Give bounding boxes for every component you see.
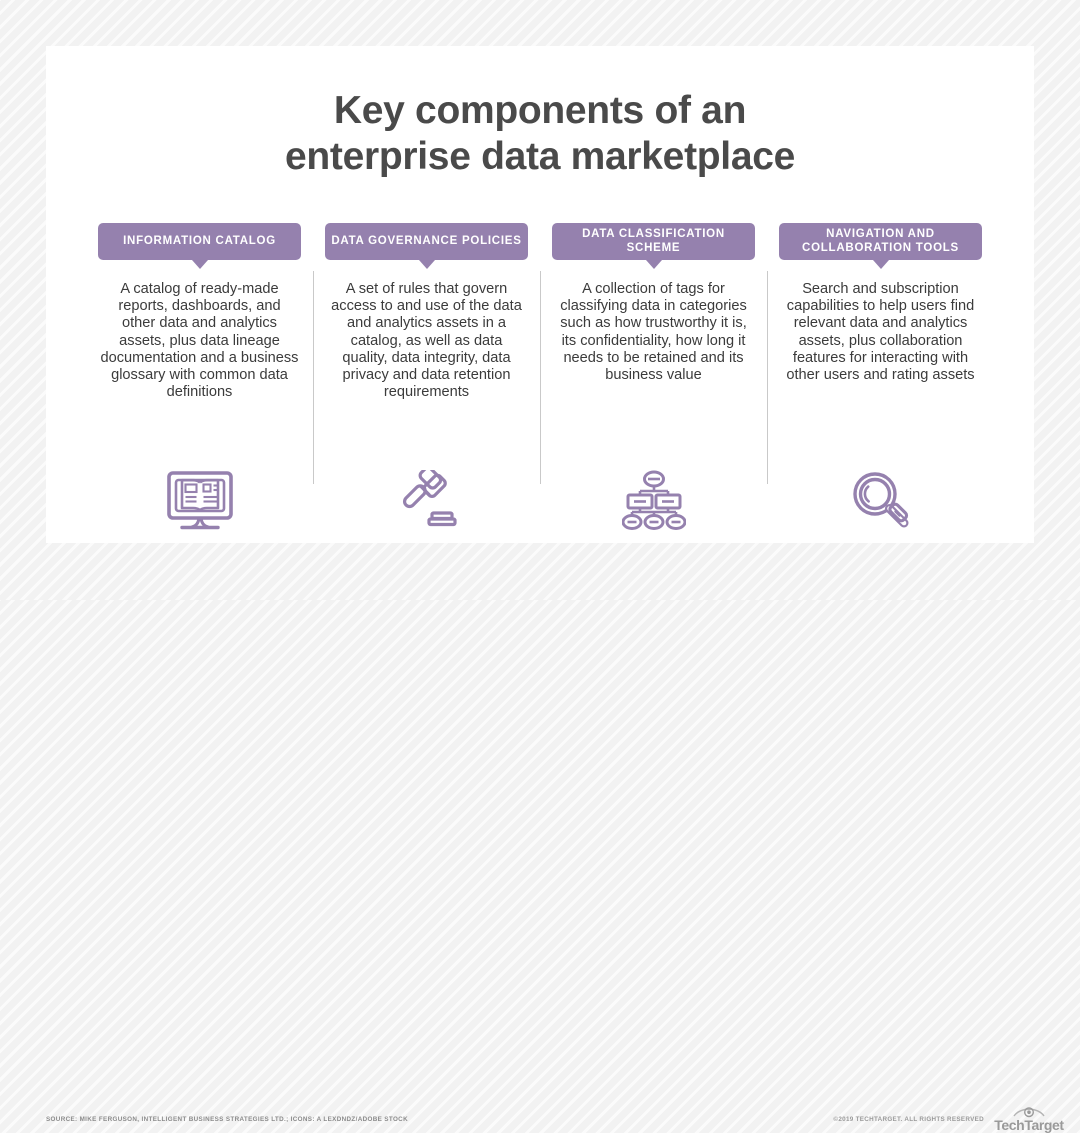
component-column-information-catalog: INFORMATION CATALOG A catalog of ready-m… [86, 223, 313, 530]
slide-canvas: Key components of an enterprise data mar… [0, 46, 1080, 1133]
magnifying-glass-icon [767, 466, 994, 536]
column-header-wrap: INFORMATION CATALOG [86, 223, 313, 269]
component-column-data-classification-scheme: DATA CLASSIFICATION SCHEME A collection … [540, 223, 767, 530]
column-body-text: Search and subscription capabilities to … [786, 281, 975, 384]
column-body-text: A collection of tags for classifying dat… [560, 281, 747, 384]
banner-pointer-icon [191, 260, 208, 269]
page-title: Key components of an enterprise data mar… [46, 88, 1034, 180]
techtarget-logo: TechTarget [990, 1099, 1068, 1133]
column-header-banner: DATA GOVERNANCE POLICIES [325, 223, 528, 269]
copyright-notice: ©2019 TECHTARGET. ALL RIGHTS RESERVED [833, 1116, 984, 1123]
banner-pointer-icon [645, 260, 662, 269]
components-columns: INFORMATION CATALOG A catalog of ready-m… [86, 223, 994, 530]
component-column-navigation-collaboration-tools: NAVIGATION AND COLLABORATION TOOLS Searc… [767, 223, 994, 528]
column-header-banner: DATA CLASSIFICATION SCHEME [552, 223, 755, 269]
column-header-label: NAVIGATION AND COLLABORATION TOOLS [802, 228, 959, 254]
page-title-line-1: Key components of an [333, 89, 747, 132]
catalog-monitor-book-icon [86, 466, 313, 536]
column-header-wrap: DATA GOVERNANCE POLICIES [313, 223, 540, 269]
column-header-wrap: NAVIGATION AND COLLABORATION TOOLS [767, 223, 994, 269]
column-header-label: DATA CLASSIFICATION SCHEME [582, 228, 725, 254]
gavel-icon [313, 466, 540, 536]
column-header-label: DATA GOVERNANCE POLICIES [331, 234, 522, 247]
banner-pointer-icon [872, 260, 889, 269]
column-header-label: INFORMATION CATALOG [123, 234, 276, 247]
column-body-text: A set of rules that govern access to and… [331, 281, 522, 401]
column-header-banner: INFORMATION CATALOG [98, 223, 301, 269]
column-header-banner: NAVIGATION AND COLLABORATION TOOLS [779, 223, 982, 269]
content-card: Key components of an enterprise data mar… [46, 46, 1034, 543]
column-body-text: A catalog of ready-made reports, dashboa… [100, 281, 299, 401]
component-column-data-governance-policies: DATA GOVERNANCE POLICIES A set of rules … [313, 223, 540, 527]
banner-pointer-icon [418, 260, 435, 269]
eye-icon [1013, 1107, 1045, 1118]
source-credit: SOURCE: MIKE FERGUSON, INTELLIGENT BUSIN… [46, 1116, 408, 1123]
hierarchy-chart-icon [540, 466, 767, 536]
techtarget-logo-text: TechTarget [994, 1117, 1064, 1133]
page-title-line-2: enterprise data marketplace [285, 135, 795, 178]
footer: SOURCE: MIKE FERGUSON, INTELLIGENT BUSIN… [0, 543, 1080, 1133]
column-header-wrap: DATA CLASSIFICATION SCHEME [540, 223, 767, 269]
